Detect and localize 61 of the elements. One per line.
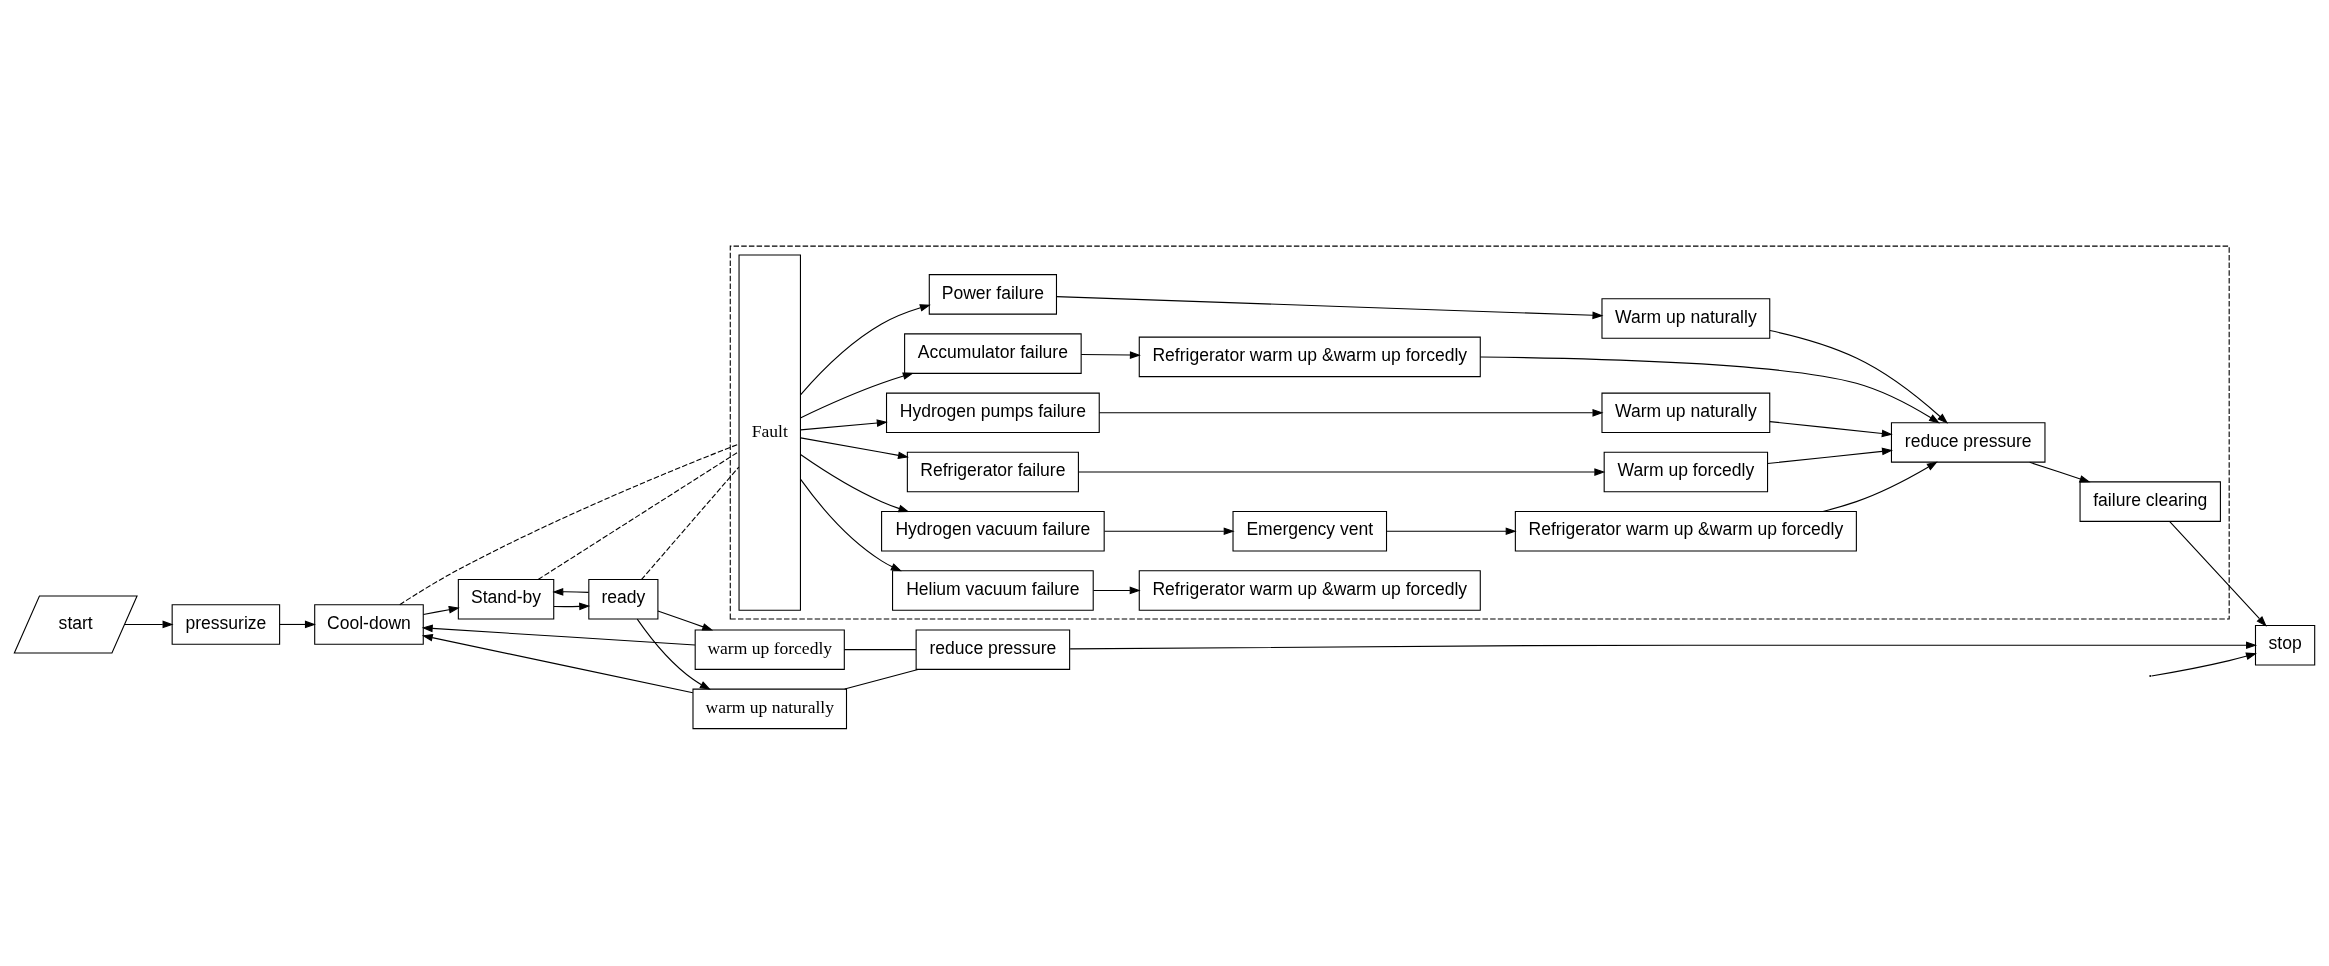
node-box: warm up forcedly [694,629,845,670]
node-box: stop [2254,625,2316,666]
node-box: Warm up naturally [1601,298,1771,339]
arrow [800,453,910,513]
node-box: Warm up naturally [1601,392,1771,434]
node-box: Stand-by [457,578,555,620]
node-box: failure clearing [2079,481,2221,522]
arrow [552,588,590,596]
node-box: pressurize [171,604,281,645]
node-box: Helium vacuum failure [892,570,1094,611]
node-box: Refrigerator failure [906,451,1079,493]
node-box: Accumulator failure [904,333,1082,374]
arrow [1078,468,1606,476]
arrow [800,437,909,460]
arrow [1767,447,1893,465]
arrow [422,605,460,616]
node-box: Hydrogen pumps failure [885,392,1100,434]
node-box: reduce pressure [915,629,1071,670]
node-box: Hydrogen vacuum failure [881,510,1105,552]
connector [641,466,740,580]
cluster [729,245,2230,620]
arrow [1103,527,1235,536]
arrow [1069,641,2258,650]
connector [537,451,740,580]
node-box: ready [588,578,659,620]
arrow [2029,461,2091,483]
arrow [2169,521,2267,627]
arrow [2150,652,2257,677]
connector [399,443,740,606]
node-box: Fault [738,254,801,611]
node-box: Cool-down [314,604,424,645]
connector [844,668,919,690]
arrow [1055,296,1604,320]
arrow [553,602,591,611]
node-box: Refrigerator warm up &warm up forcedly [1138,570,1481,611]
arrow [1098,408,1604,417]
arrow [1769,421,1893,438]
arrow [421,633,694,694]
arrow [279,620,316,629]
connector [843,649,917,651]
node-box: warm up naturally [692,688,848,730]
arrow [800,372,914,419]
arrow [124,620,174,629]
arrow [1080,351,1141,359]
node-box: Power failure [928,274,1058,315]
arrow [1479,356,1940,424]
arrow [1093,586,1141,595]
arrow [1386,527,1517,536]
node-box: Refrigerator warm up &warm up forcedly [1138,336,1481,378]
node-box: Refrigerator warm up &warm up forcedly [1514,510,1857,552]
node-box: Warm up forcedly [1603,451,1769,493]
node-box: reduce pressure [1890,422,2046,463]
arrow [800,304,931,396]
arrow [657,610,714,631]
arrow [1769,330,1949,424]
arrow [1822,461,1938,512]
arrow [799,478,902,572]
node-box: Emergency vent [1232,510,1388,552]
arrow [800,419,888,431]
arrow [421,624,696,646]
arrow [636,618,711,690]
